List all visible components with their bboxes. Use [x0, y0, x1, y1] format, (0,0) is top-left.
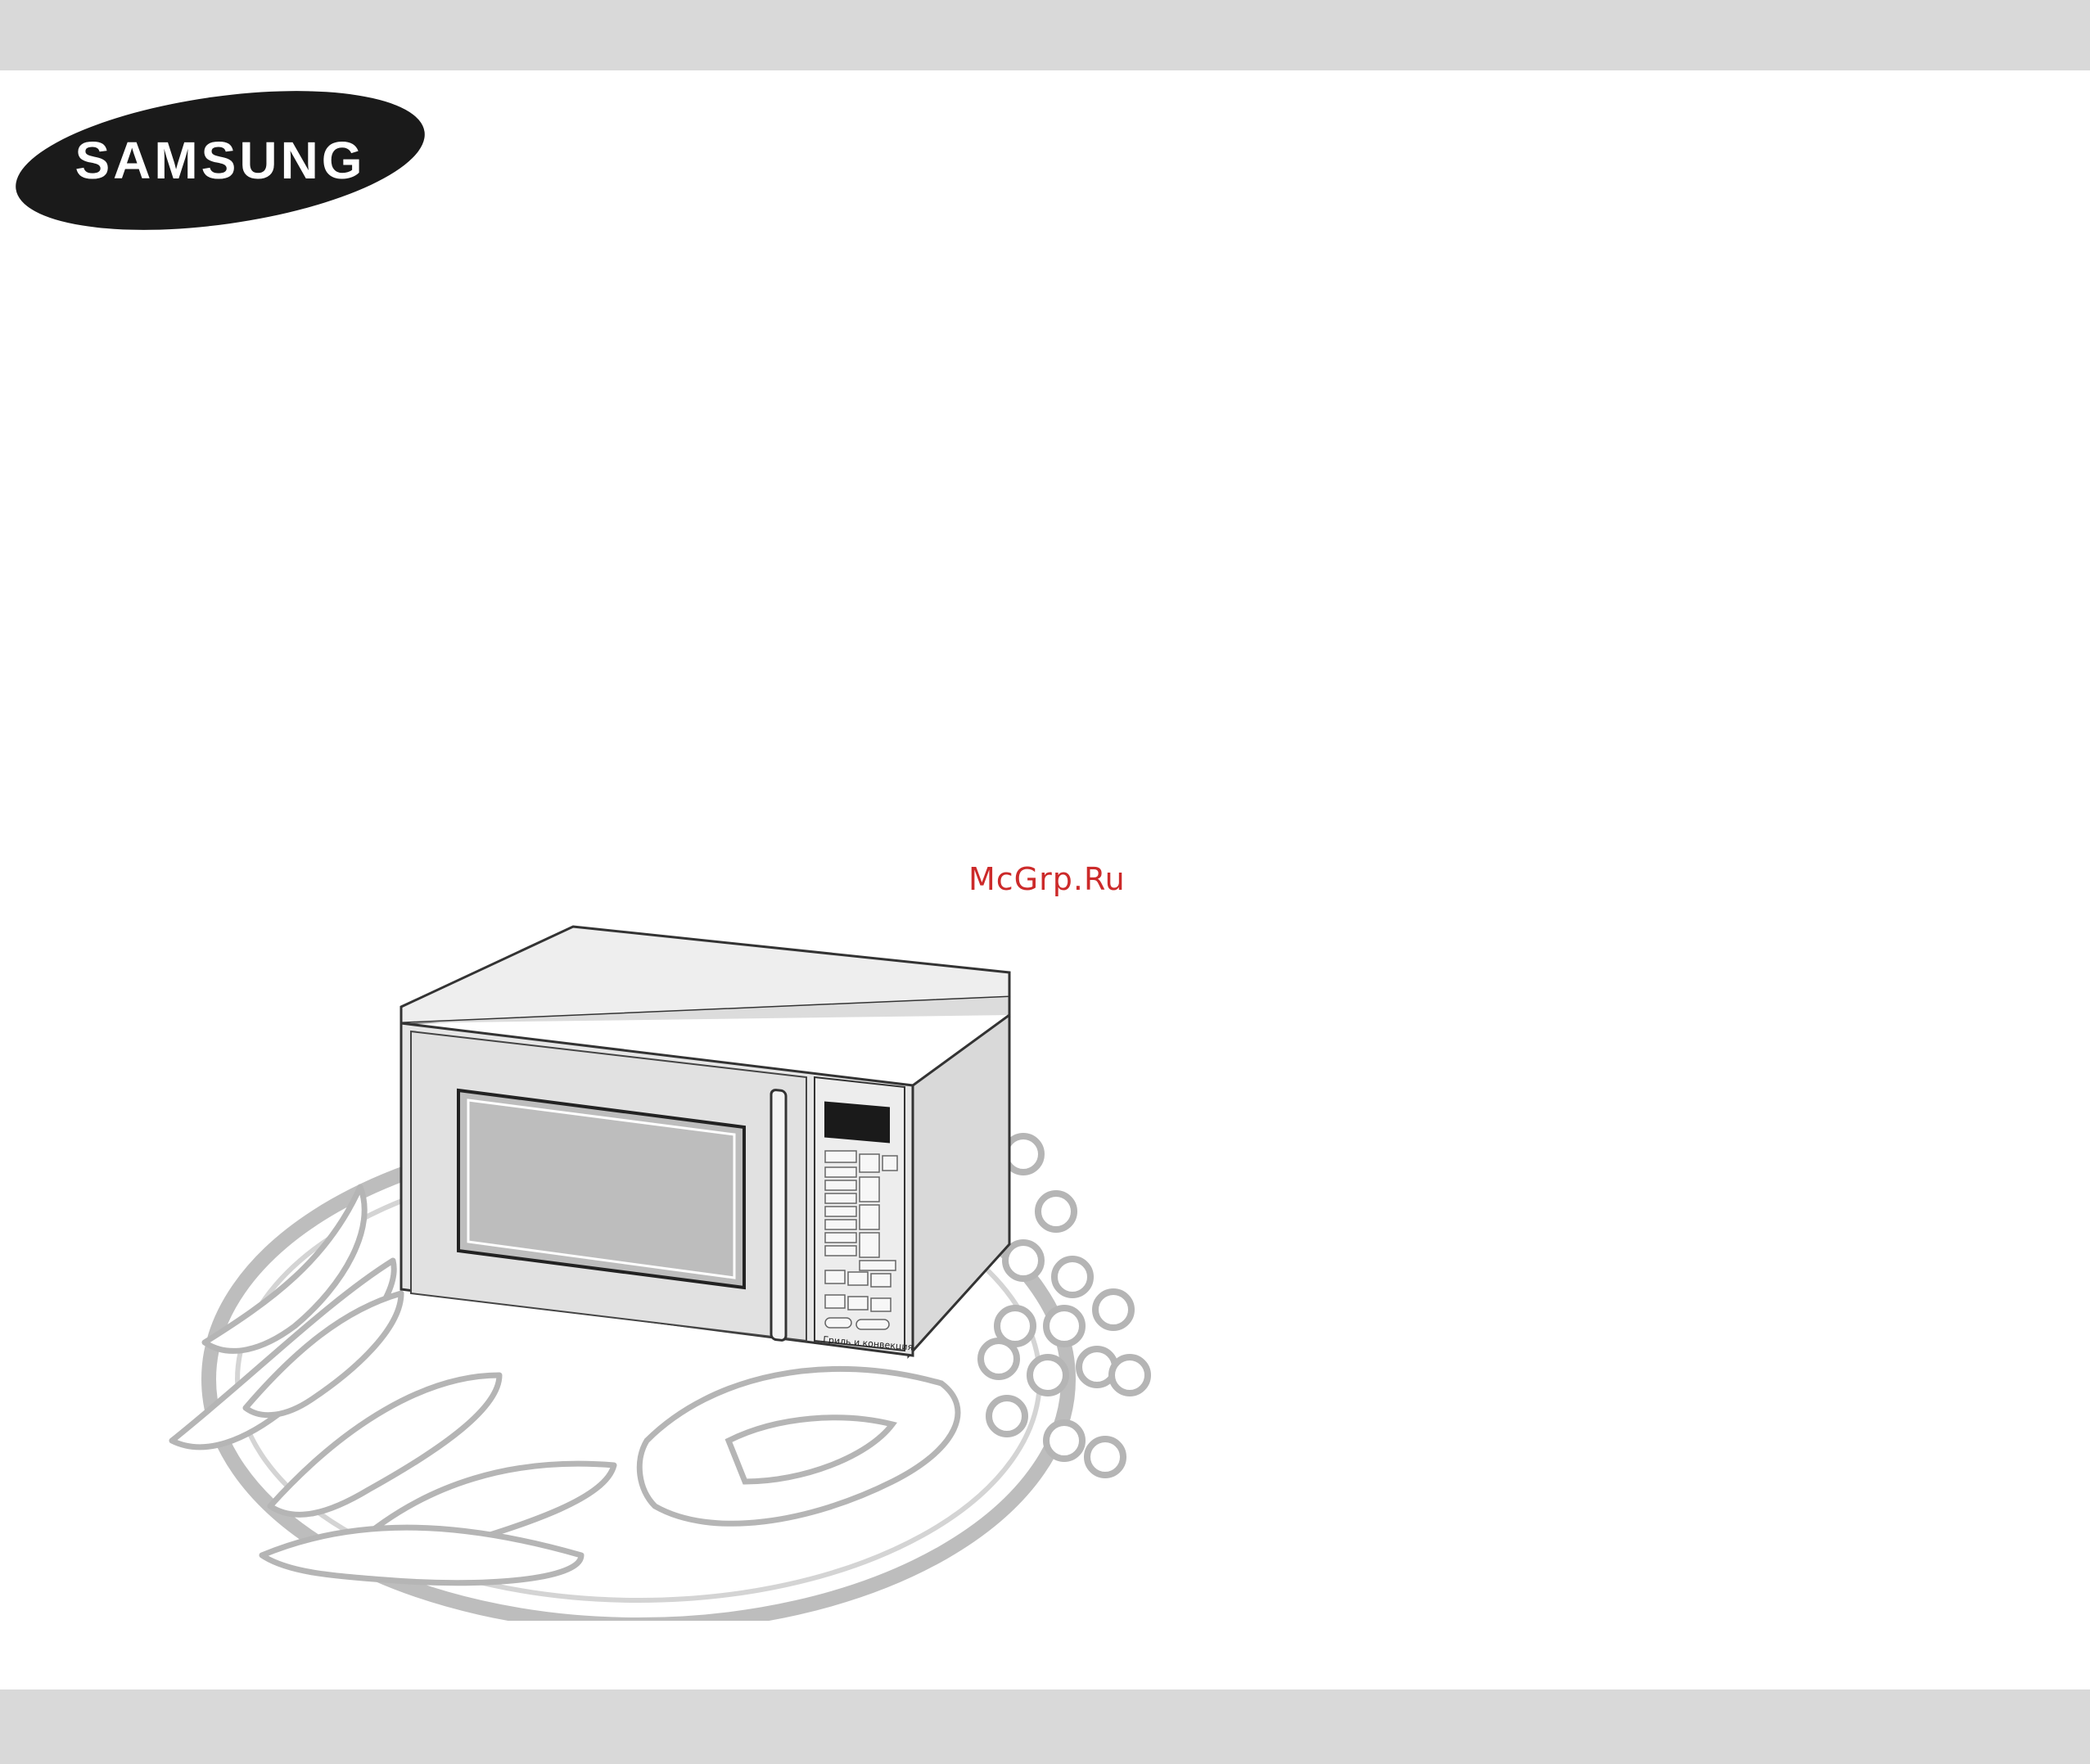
display-screen — [824, 1101, 890, 1143]
top-band — [0, 0, 2090, 70]
microwave: Гриль и конвекция — [401, 927, 1009, 1356]
door-handle — [771, 1090, 786, 1341]
fish-body — [639, 1369, 958, 1523]
bottom-band — [0, 1690, 2090, 1764]
samsung-logo: SAMSUNG — [11, 88, 429, 232]
fish-group — [639, 1369, 958, 1523]
oven-side — [909, 972, 1009, 1356]
brand-name: SAMSUNG — [74, 131, 365, 190]
microwave-illustration: Гриль и конвекция — [156, 917, 1236, 1621]
watermark-text: McGrp.Ru — [968, 861, 1126, 897]
